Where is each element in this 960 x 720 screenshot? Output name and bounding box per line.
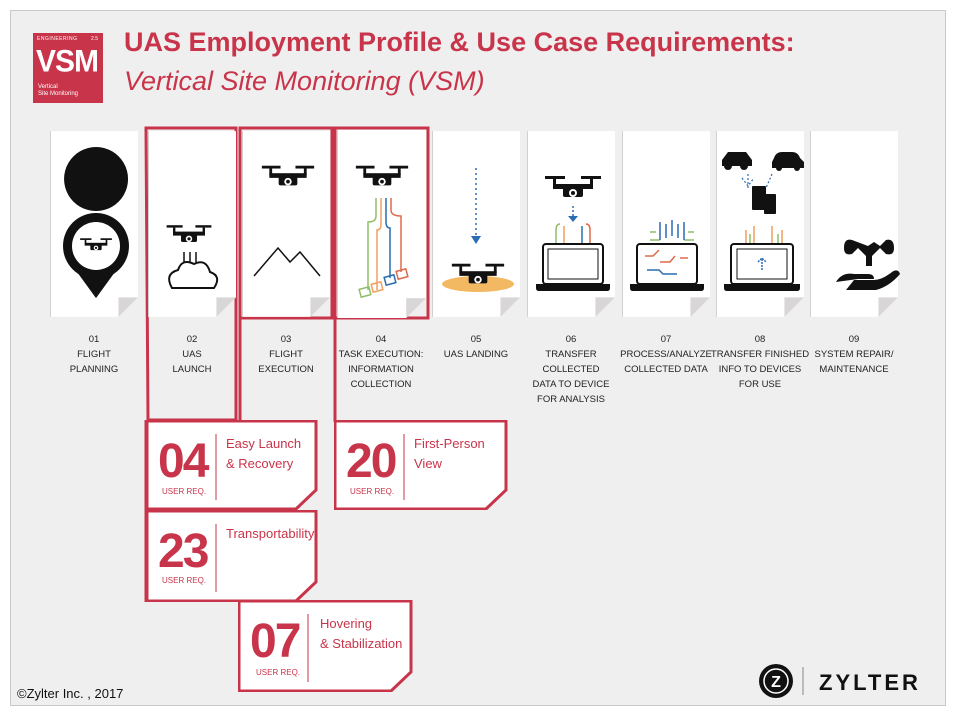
col04-frame: [333, 126, 430, 320]
requirement-number: 20: [346, 435, 397, 488]
page-title: UAS Employment Profile & Use Case Requir…: [124, 27, 795, 57]
logo-mark: Z: [771, 674, 781, 691]
badge-acronym: VSM: [36, 44, 99, 79]
requirement-number: 23: [158, 525, 209, 578]
phone-icon: [764, 194, 776, 214]
copyright-text: ©Zylter Inc. , 2017: [17, 686, 124, 701]
drone-landing-icon: [442, 168, 514, 292]
requirement-text: Easy Launch& Recovery: [226, 436, 302, 471]
car-icon: [772, 152, 804, 171]
map-pin-icon: [63, 147, 129, 298]
devices-transfer-icon: [722, 152, 804, 291]
requirement-card-07: 07 USER REQ. Hovering& Stabilization: [238, 600, 413, 692]
logo-wordmark: ZYLTER: [819, 670, 921, 695]
wrench-hand-icon: [836, 239, 900, 290]
drone-data-collection-icon: [355, 165, 409, 299]
requirement-text: Transportability: [226, 526, 315, 541]
requirement-label: USER REQ.: [350, 487, 395, 496]
drone-mountains-icon: [253, 165, 321, 277]
page-subtitle: Vertical Site Monitoring (VSM): [124, 66, 485, 96]
requirement-label: USER REQ.: [162, 576, 207, 585]
laptop-processing-icon: [630, 220, 704, 291]
tablet-icon: [752, 186, 766, 210]
panel-03: [242, 130, 330, 318]
requirement-number: 07: [250, 615, 301, 668]
col03-frame: [238, 126, 334, 320]
panel-02: [148, 130, 236, 318]
requirement-label: USER REQ.: [162, 487, 207, 496]
requirement-label: USER REQ.: [256, 668, 301, 677]
requirement-text: Hovering& Stabilization: [320, 616, 403, 651]
badge-version: 2.5: [91, 36, 98, 42]
requirement-card-04: 04 USER REQ. Easy Launch& Recovery: [146, 420, 318, 510]
requirement-number: 04: [158, 435, 209, 488]
zylter-logo: Z ZYLTER: [756, 661, 936, 701]
requirement-card-23: 23 USER REQ. Transportability: [146, 510, 318, 602]
drone-to-laptop-icon: [536, 176, 610, 291]
tractor-icon: [722, 152, 752, 170]
drone-launch-icon: [166, 225, 219, 289]
badge-category: ENGINEERING: [37, 36, 78, 42]
